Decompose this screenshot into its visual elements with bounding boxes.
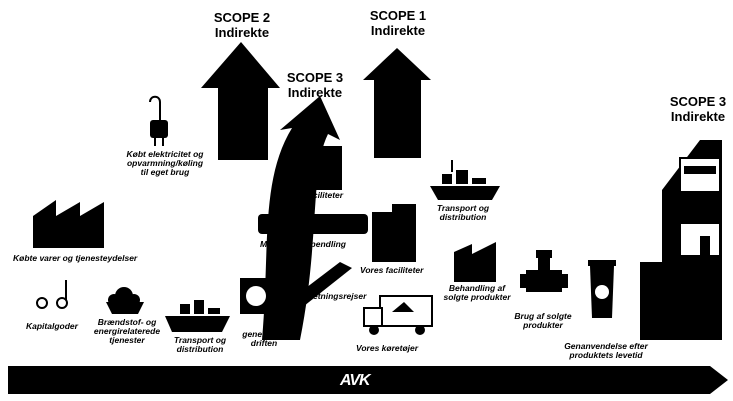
label-transport-upstream: Transport og distribution bbox=[173, 335, 227, 354]
label-leased-downstream: Lejede faciliteter bbox=[646, 325, 714, 335]
label-capital-goods: Kapitalgoder bbox=[26, 321, 78, 331]
ship-icon-upstream bbox=[165, 300, 230, 332]
scope1-subtitle: Indirekte bbox=[370, 23, 426, 38]
scope2-label: SCOPE 2 Indirekte bbox=[202, 10, 282, 40]
scope2-arrow bbox=[201, 42, 280, 160]
scope1-arrow bbox=[363, 48, 431, 158]
recycling-bin-icon bbox=[588, 260, 616, 318]
label-transport-downstream: Transport og distribution bbox=[436, 203, 490, 222]
scope3-right-label: SCOPE 3 Indirekte bbox=[658, 94, 733, 124]
avk-logo: AVK bbox=[340, 372, 371, 389]
factory-icon bbox=[33, 200, 104, 248]
label-commuting: Medarbejderpendling bbox=[260, 239, 346, 249]
processing-factory-icon bbox=[454, 242, 496, 282]
label-purchased-goods: Købte varer og tjenesteydelser bbox=[13, 253, 138, 263]
valve-icon bbox=[520, 250, 568, 292]
label-leased-upstream: Lejede faciliteter bbox=[276, 190, 344, 200]
scope3-right-subtitle: Indirekte bbox=[670, 109, 726, 124]
hand-truck-icon bbox=[36, 280, 68, 309]
label-business-travel: Forretningsrejser bbox=[296, 291, 367, 301]
scope1-title: SCOPE 1 bbox=[369, 8, 427, 23]
investment-screen-icon bbox=[679, 157, 721, 193]
scope3-mid-label: SCOPE 3 Indirekte bbox=[275, 70, 355, 100]
label-purchased-electricity: Købt elektricitet og opvarmning/køling t… bbox=[126, 149, 204, 177]
office-building-icon bbox=[372, 204, 416, 262]
value-chain-banner bbox=[8, 366, 728, 394]
label-waste: generaret i driften bbox=[242, 329, 286, 348]
shop-icon bbox=[679, 214, 721, 257]
leased-building-icon bbox=[312, 146, 342, 190]
truck-icon bbox=[363, 295, 433, 335]
label-processing-sold: Behandling af solgte produkter bbox=[443, 283, 511, 302]
plug-icon bbox=[149, 95, 168, 146]
label-use-sold: Brug af solgte produkter bbox=[514, 311, 572, 330]
scope2-title: SCOPE 2 bbox=[213, 10, 271, 25]
scope1-label: SCOPE 1 Indirekte bbox=[358, 8, 438, 38]
airplane-icon bbox=[290, 262, 352, 306]
label-our-vehicles: Vores køretøjer bbox=[356, 343, 419, 353]
ship-icon-downstream bbox=[430, 160, 500, 200]
label-fuel-energy: Brændstof- og energirelaterede tjenester bbox=[93, 317, 161, 345]
label-franchise: Franchise bbox=[680, 261, 721, 271]
label-end-of-life: Genanvendelse efter produktets levetid bbox=[564, 341, 648, 360]
label-investments: Investeringer bbox=[662, 195, 716, 205]
label-our-facilities: Vores faciliteter bbox=[360, 265, 424, 275]
scope2-subtitle: Indirekte bbox=[214, 25, 270, 40]
commute-car-icon bbox=[258, 214, 368, 234]
scope3-right-title: SCOPE 3 bbox=[669, 94, 727, 109]
scope3-mid-subtitle: Indirekte bbox=[287, 85, 343, 100]
scope3-mid-title: SCOPE 3 bbox=[286, 70, 344, 85]
coal-cart-icon bbox=[106, 287, 144, 314]
waste-container-icon bbox=[240, 278, 272, 314]
